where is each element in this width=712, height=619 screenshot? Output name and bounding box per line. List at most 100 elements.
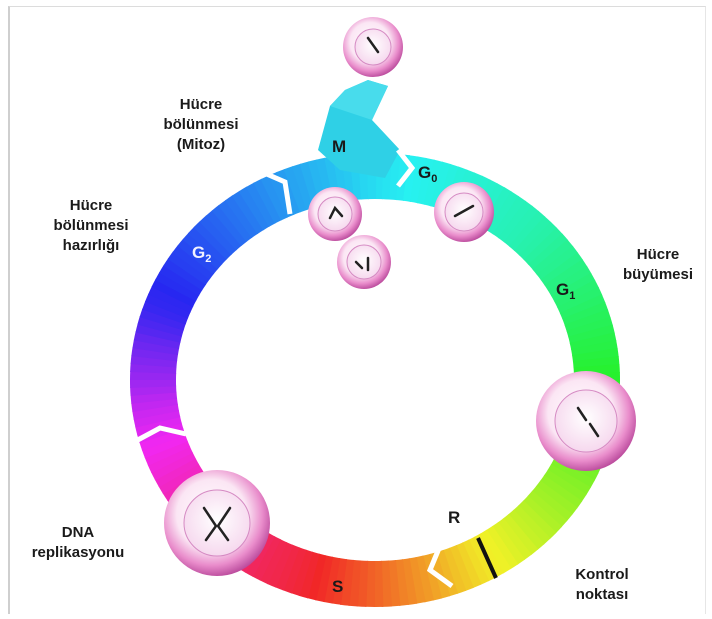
ring-segment (584, 310, 587, 318)
label-checkpoint-line2: noktası (556, 585, 648, 605)
ring-segment (351, 583, 360, 584)
ring-segment (555, 260, 560, 267)
ring-segment (581, 304, 584, 312)
ring-segment (221, 228, 228, 234)
ring-segment (595, 352, 596, 360)
ring-segment (166, 449, 169, 457)
ring-segment (277, 563, 285, 567)
phase-m: M (332, 137, 346, 156)
ring-segment (412, 580, 421, 582)
ring-segment (291, 569, 299, 572)
ring-segment (594, 345, 595, 353)
ring-segment (187, 265, 192, 272)
ring-segment (153, 365, 154, 373)
ring-segment (156, 414, 158, 422)
ring-segment (227, 223, 234, 228)
ring-segment (511, 536, 518, 541)
ring-segment (499, 211, 506, 216)
ring-segment (590, 331, 592, 339)
ring-segment (563, 482, 568, 489)
ring-segment (270, 560, 278, 564)
label-mitosis: Hücre bölünmesi (Mitoz) (140, 95, 262, 155)
label-dna: DNA replikasyonu (18, 523, 138, 563)
ring-segment (154, 400, 155, 408)
ring-segment (155, 407, 156, 415)
ring-segment (343, 582, 352, 583)
ring-segment (292, 188, 300, 191)
ring-segment (389, 583, 398, 584)
cell-mitosis-2 (337, 235, 391, 289)
ring-segment (344, 177, 353, 178)
ring-segment (232, 219, 239, 224)
label-dna-line1: DNA (18, 523, 138, 543)
ring-segment (586, 317, 589, 325)
label-preparation-line1: Hücre (32, 196, 150, 216)
ring-segment (298, 571, 306, 574)
cell-g0 (434, 182, 494, 242)
ring-segment (539, 511, 545, 517)
ring-segment (471, 560, 479, 564)
ring-segment (154, 351, 155, 359)
ring-segment (512, 219, 519, 224)
ring-segment (210, 238, 216, 244)
ring-segment (251, 206, 258, 211)
ring-segment (156, 337, 158, 345)
ring-segment (175, 469, 179, 476)
ring-segment (517, 532, 524, 537)
ring-segment (264, 199, 272, 203)
ring-segment (284, 566, 292, 569)
ring-segment (492, 549, 499, 554)
label-mitosis-line2: bölünmesi (140, 115, 262, 135)
ring-segment (534, 517, 540, 523)
ring-segment (554, 494, 559, 501)
label-dna-line2: replikasyonu (18, 543, 138, 563)
cell-top (343, 17, 403, 77)
ring-segment (549, 500, 554, 507)
ring-segment (505, 541, 512, 546)
ring-segment (320, 578, 329, 580)
phase-r: R (448, 508, 460, 527)
ring-segment (578, 297, 582, 305)
ring-segment (313, 576, 322, 578)
ring-segment (321, 180, 330, 182)
cell-g1-large (536, 371, 636, 471)
ring-segment (176, 283, 180, 290)
ring-segment (271, 196, 279, 200)
ring-segment (535, 238, 541, 244)
ring-segment (337, 178, 346, 179)
ring-segment (592, 338, 594, 346)
ring-segment (391, 177, 400, 178)
ring-segment (160, 323, 162, 331)
ring-segment (172, 290, 176, 297)
ring-segment (464, 563, 472, 566)
ring-segment (450, 569, 458, 572)
ring-segment (257, 203, 265, 207)
ring-segment (518, 224, 525, 229)
ring-segment (329, 179, 338, 181)
label-growth-line2: büyümesi (612, 265, 704, 285)
ring-segment (179, 277, 183, 284)
ring-segment (596, 359, 597, 367)
label-growth-line1: Hücre (612, 245, 704, 265)
ring-segment (158, 330, 160, 338)
ring-segment (154, 393, 155, 401)
ring-segment (155, 344, 156, 352)
cell-mitosis-1 (308, 187, 362, 241)
ring-segment (420, 578, 429, 580)
label-checkpoint-line1: Kontrol (556, 565, 648, 585)
label-checkpoint: Kontrol noktası (556, 565, 648, 605)
cell-s-large (164, 470, 270, 576)
ring-segment (178, 475, 182, 482)
ring-segment (183, 271, 188, 278)
ring-segment (205, 243, 211, 249)
ring-segment (352, 176, 361, 177)
ring-segment (545, 249, 551, 255)
ring-segment (314, 182, 323, 184)
ring-segment (358, 583, 367, 584)
ring-segment (523, 527, 530, 533)
ring-segment (567, 476, 571, 483)
ring-segment (457, 566, 465, 569)
ring-segment (540, 244, 546, 250)
ring-segment (306, 184, 315, 186)
